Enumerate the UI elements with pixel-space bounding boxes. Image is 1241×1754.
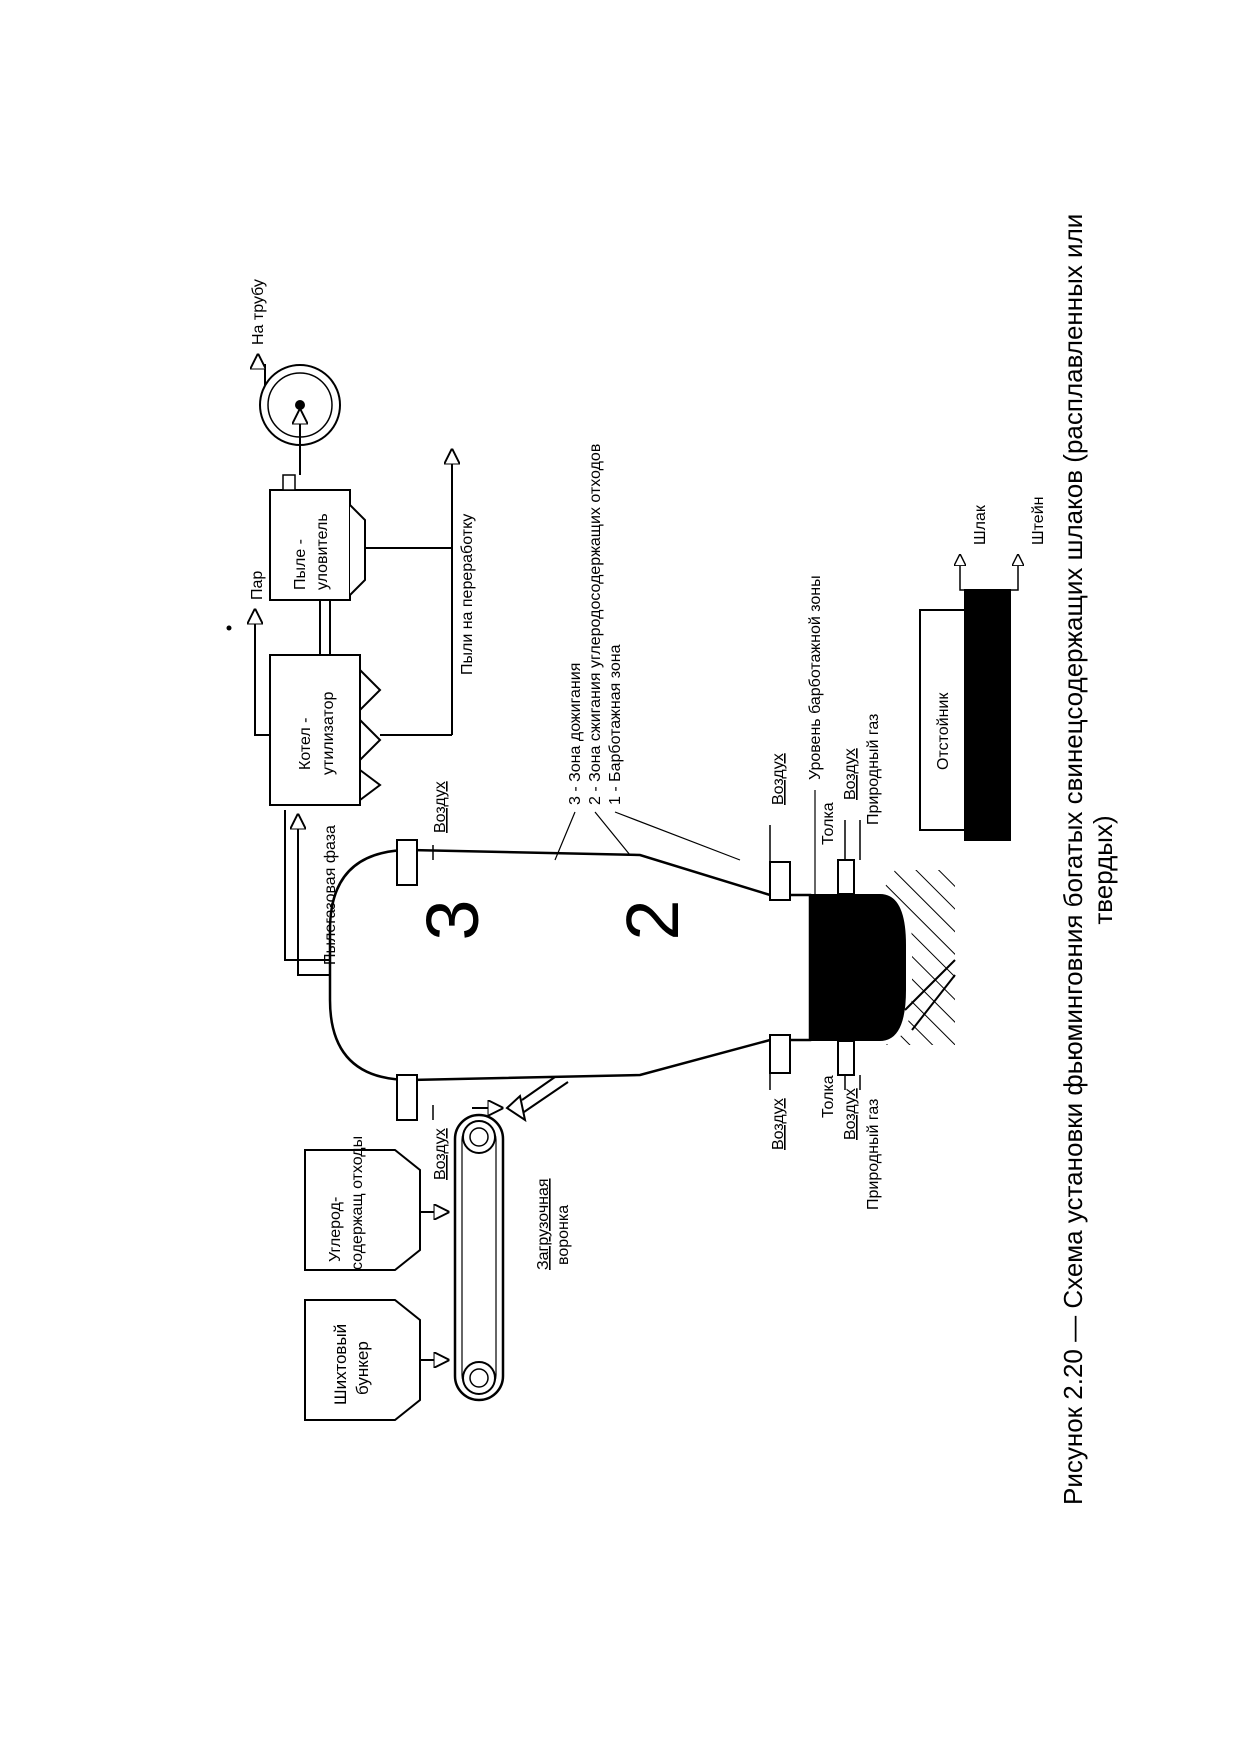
air-label-lower-left: Воздух — [770, 1098, 787, 1150]
zone-legend-2: 2 - Зона сжигания углеродосодержащих отх… — [587, 444, 604, 805]
gas-label-right: Природный газ — [865, 714, 882, 825]
foundation-hatch — [880, 870, 955, 1045]
air-label-top-left: Воздух — [432, 1128, 449, 1180]
upper-air-nozzle-right — [396, 839, 418, 886]
dust-recycle-label: Пыли на переработку — [459, 514, 476, 675]
to-stack-arrow — [258, 355, 266, 385]
svg-text:содержащ отходы: содержащ отходы — [349, 1136, 366, 1270]
upper-air-nozzle-left — [396, 1074, 418, 1121]
caption-line-1: Рисунок 2.20 — Схема установки фьюмингов… — [1058, 214, 1088, 1505]
caption-line-2: твердых) — [1088, 815, 1118, 924]
burner-right — [837, 859, 855, 895]
slag-arrow — [960, 555, 968, 591]
bubbling-level-label: Уровень барботажной зоны — [807, 575, 824, 780]
gas-dust-duct-inner — [298, 815, 330, 976]
zone-3-number: 3 — [411, 899, 494, 940]
lower-air-nozzle-left — [769, 1034, 791, 1074]
air-label-top-right: Воздух — [432, 781, 449, 833]
exhaust-fan — [259, 364, 341, 446]
svg-text:Котел -: Котел - — [297, 718, 314, 771]
conveyor-belt — [453, 1113, 505, 1402]
settler-label: Отстойник — [935, 692, 952, 770]
zone-legend-1: 1 - Барботажная зона — [607, 644, 624, 805]
steam-arrow — [255, 610, 270, 736]
svg-text:уловитель: уловитель — [314, 513, 331, 590]
furnace-vessel — [328, 848, 812, 1082]
matte-label: Штейн — [1030, 497, 1047, 545]
air-label-burner-right: Воздух — [842, 748, 859, 800]
lower-air-nozzle-right — [769, 861, 791, 901]
nozzle-label-right: Толка — [820, 802, 837, 845]
boiler: Котел - утилизатор — [269, 654, 382, 806]
funnel-label-1: Загрузочная — [535, 1178, 552, 1270]
steam-label: Пар — [249, 571, 266, 600]
nozzle-label-left: Толка — [820, 1075, 837, 1118]
slag-label: Шлак — [972, 504, 989, 545]
charge-bunker — [304, 1299, 421, 1421]
speck — [226, 625, 232, 631]
gas-dust-label: Пылегазовая фаза — [322, 825, 339, 965]
matte-arrow — [1010, 555, 1018, 591]
zone-2-number: 2 — [611, 899, 694, 940]
funnel-label-2: воронка — [555, 1205, 572, 1265]
svg-text:бункер: бункер — [353, 1341, 372, 1395]
gas-label-left: Природный газ — [865, 1099, 882, 1210]
air-label-burner-left: Воздух — [842, 1088, 859, 1140]
svg-text:утилизатор: утилизатор — [320, 692, 337, 775]
bubbling-bath — [809, 894, 906, 1041]
charge-bunker-text: Шихтовый бункер — [331, 1324, 372, 1405]
settler: Отстойник — [919, 589, 1011, 841]
burner-left — [837, 1040, 855, 1076]
to-stack-label: На трубу — [250, 279, 267, 345]
dust-collector: Пыле - уловитель — [269, 474, 366, 601]
zone-legend-3: 3 - Зона дожигания — [567, 663, 584, 805]
air-label-lower-right: Воздух — [770, 753, 787, 805]
gas-dust-duct-outer — [284, 810, 330, 961]
svg-text:Углерод-: Углерод- — [327, 1197, 344, 1262]
svg-text:Пыле -: Пыле - — [292, 539, 309, 590]
waste-bunker: Углерод- содержащ отходы — [304, 1136, 421, 1271]
svg-text:Шихтовый: Шихтовый — [331, 1324, 350, 1405]
